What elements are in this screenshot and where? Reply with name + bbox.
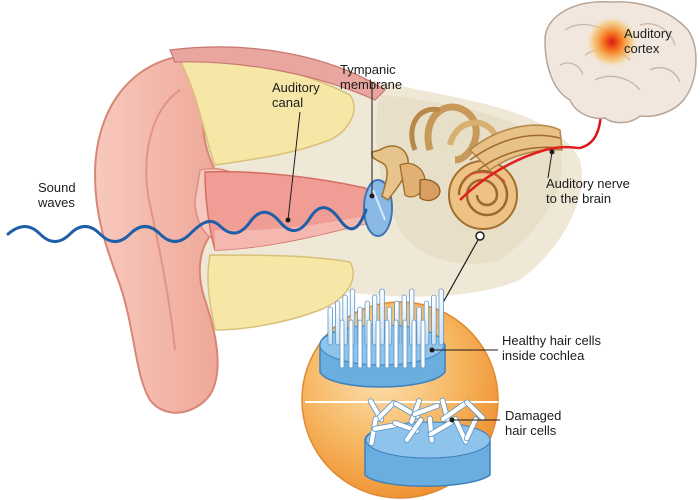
callout-dot bbox=[475, 231, 485, 241]
cochlea bbox=[448, 160, 518, 230]
healthy-hair-cell bbox=[402, 319, 408, 369]
healthy-hair-cell bbox=[375, 319, 381, 369]
label-damaged-hair-cells: Damaged hair cells bbox=[505, 408, 562, 438]
brain bbox=[544, 1, 697, 124]
semicircular-canal-2 bbox=[447, 119, 498, 146]
damaged-hair-cell bbox=[463, 416, 479, 442]
healthy-hair-cell bbox=[357, 319, 363, 369]
label-auditory-canal: Auditory canal bbox=[272, 80, 320, 110]
label-sound-waves: Sound waves bbox=[38, 180, 76, 210]
damaged-hair-cell bbox=[411, 403, 441, 418]
upper-tissue bbox=[169, 46, 386, 101]
sound-wave bbox=[6, 206, 368, 243]
label-auditory-cortex: Auditory cortex bbox=[624, 26, 672, 56]
label-tympanic-membrane: Tympanic membrane bbox=[340, 62, 403, 92]
healthy-hair-cell bbox=[438, 288, 444, 346]
healthy-hair-cell bbox=[327, 306, 333, 346]
callout-line bbox=[439, 239, 479, 309]
healthy-hair-cell bbox=[339, 319, 345, 369]
healthy-hair-cell bbox=[393, 319, 399, 369]
healthy-cell-array bbox=[327, 288, 444, 369]
label-auditory-nerve: Auditory nerve to the brain bbox=[546, 176, 630, 206]
semicircular-canal-3 bbox=[409, 106, 441, 151]
healthy-hair-cell bbox=[379, 288, 385, 346]
semicircular-canal-1 bbox=[424, 103, 480, 164]
nerve-signal bbox=[459, 145, 581, 201]
stapes bbox=[419, 178, 441, 202]
lower-cartilage bbox=[207, 254, 354, 331]
leader-auditory-nerve bbox=[547, 151, 553, 179]
healthy-hair-cell bbox=[431, 294, 437, 346]
healthy-hair-cell bbox=[420, 319, 426, 369]
outer-ear bbox=[93, 53, 237, 414]
healthy-hair-cell bbox=[348, 319, 354, 369]
damaged-hair-cell bbox=[404, 417, 424, 443]
hair-cell-inset bbox=[301, 288, 499, 499]
healthy-hair-cell bbox=[366, 319, 372, 369]
ossicles bbox=[371, 145, 409, 202]
healthy-hair-cell bbox=[334, 300, 341, 346]
healthy-hair-cell bbox=[411, 319, 417, 369]
leader-auditory-canal bbox=[287, 111, 301, 221]
label-healthy-hair-cells: Healthy hair cells inside cochlea bbox=[502, 333, 601, 363]
damaged-cell-array bbox=[367, 397, 486, 447]
canal-floor bbox=[215, 215, 372, 250]
ear-fold bbox=[145, 89, 181, 351]
auditory-nerve bbox=[468, 124, 563, 171]
eardrum-highlight bbox=[372, 189, 386, 221]
nerve-fiber-1 bbox=[469, 134, 561, 161]
healthy-hair-cell bbox=[384, 319, 390, 369]
